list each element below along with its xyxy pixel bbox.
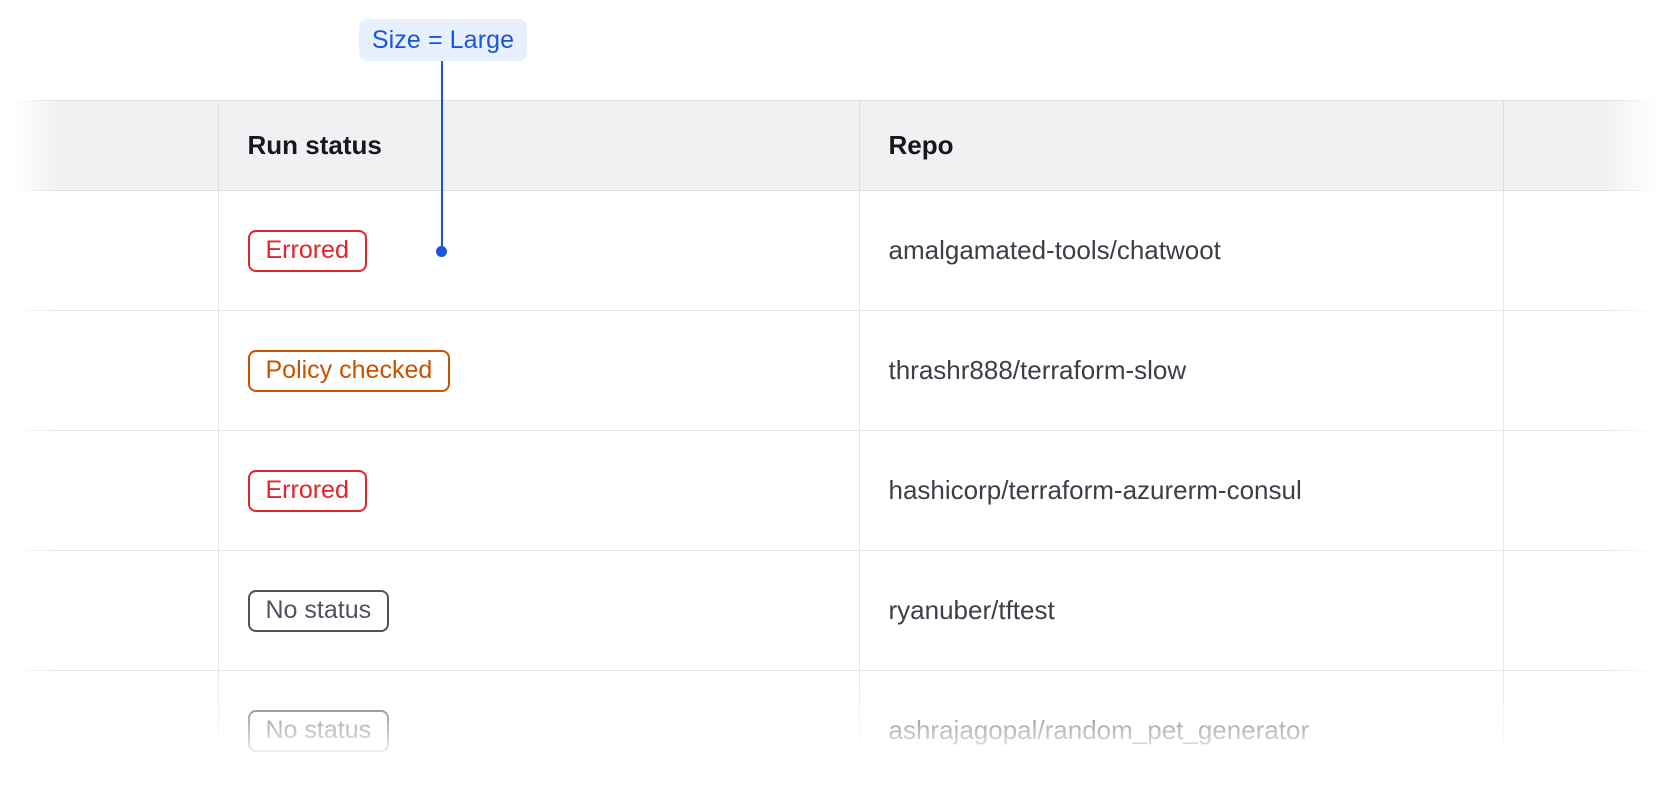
repo-cell: amalgamated-tools/chatwoot: [859, 190, 1504, 311]
table-header-row: Run status Repo: [0, 100, 1672, 191]
run-status-cell: No status: [218, 670, 860, 788]
data-table-container: Run status Repo Errored amalgamated-tool…: [0, 100, 1672, 788]
column-header-overflow[interactable]: [1503, 100, 1672, 191]
status-badge[interactable]: No status: [247, 589, 390, 632]
run-status-cell: Errored: [218, 430, 860, 551]
run-status-cell: Errored: [218, 190, 860, 311]
repo-cell: ryanuber/tftest: [859, 550, 1504, 671]
run-status-cell: Policy checked: [218, 310, 860, 431]
table-header: Run status Repo: [0, 100, 1672, 191]
status-badge[interactable]: Errored: [247, 229, 367, 272]
column-header-repo[interactable]: Repo: [859, 100, 1504, 191]
status-badge[interactable]: Errored: [247, 469, 367, 512]
annotation-label: Size = Large: [371, 25, 515, 54]
column-header-run-status[interactable]: Run status: [218, 100, 860, 191]
table-row[interactable]: No status ryanuber/tftest: [0, 550, 1672, 671]
row-select-cell[interactable]: [0, 190, 219, 311]
run-status-cell: No status: [218, 550, 860, 671]
repo-name[interactable]: amalgamated-tools/chatwoot: [888, 235, 1221, 265]
row-select-cell[interactable]: [0, 670, 219, 788]
table-row[interactable]: Errored amalgamated-tools/chatwoot: [0, 190, 1672, 311]
row-overflow-cell: [1503, 550, 1672, 671]
row-overflow-cell: [1503, 430, 1672, 551]
annotation-target-dot: [436, 246, 447, 257]
annotation-connector-line: [441, 61, 443, 251]
row-overflow-cell: [1503, 310, 1672, 431]
table-row[interactable]: Policy checked thrashr888/terraform-slow: [0, 310, 1672, 431]
annotation-callout: Size = Large: [359, 19, 527, 61]
row-select-cell[interactable]: [0, 550, 219, 671]
status-badge[interactable]: No status: [247, 709, 390, 752]
table-row[interactable]: Errored hashicorp/terraform-azurerm-cons…: [0, 430, 1672, 551]
repo-cell: thrashr888/terraform-slow: [859, 310, 1504, 431]
repo-cell: hashicorp/terraform-azurerm-consul: [859, 430, 1504, 551]
column-header-select[interactable]: [0, 100, 219, 191]
row-overflow-cell: [1503, 670, 1672, 788]
table-body: Errored amalgamated-tools/chatwoot Polic…: [0, 190, 1672, 788]
row-overflow-cell: [1503, 190, 1672, 311]
repo-name[interactable]: thrashr888/terraform-slow: [888, 355, 1187, 385]
row-select-cell[interactable]: [0, 430, 219, 551]
row-select-cell[interactable]: [0, 310, 219, 431]
repo-cell: ashrajagopal/random_pet_generator: [859, 670, 1504, 788]
repo-name[interactable]: hashicorp/terraform-azurerm-consul: [888, 475, 1302, 505]
status-badge[interactable]: Policy checked: [247, 349, 451, 392]
runs-table: Run status Repo Errored amalgamated-tool…: [0, 100, 1672, 788]
repo-name[interactable]: ryanuber/tftest: [888, 595, 1055, 625]
table-row[interactable]: No status ashrajagopal/random_pet_genera…: [0, 670, 1672, 788]
repo-name[interactable]: ashrajagopal/random_pet_generator: [888, 715, 1310, 745]
